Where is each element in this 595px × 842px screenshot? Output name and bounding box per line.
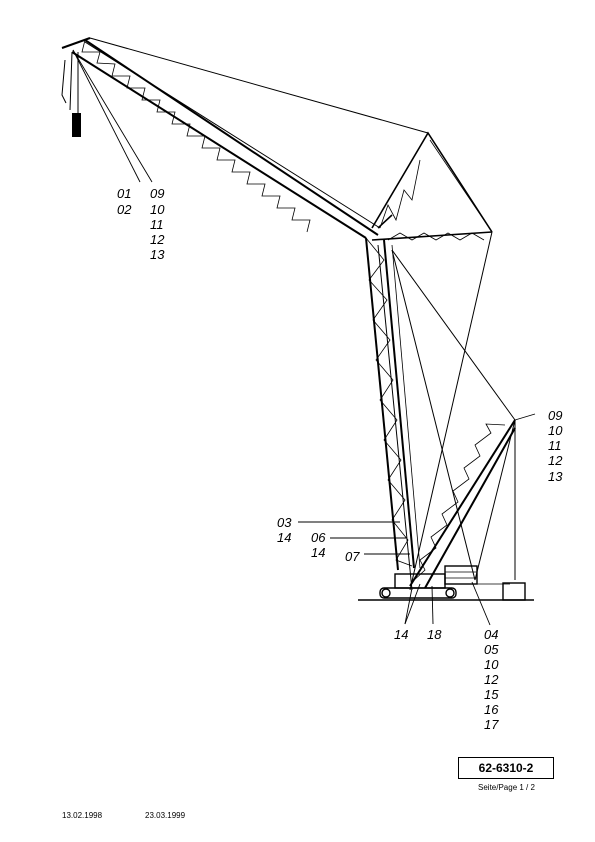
callout-hook-right-4: 13 bbox=[150, 247, 165, 262]
callout-hook-right-3: 12 bbox=[150, 232, 165, 247]
callout-tip-right-3: 12 bbox=[548, 453, 563, 468]
callout-base-c-5: 16 bbox=[484, 702, 499, 717]
date-created: 13.02.1998 bbox=[62, 811, 103, 820]
callout-tip-right-0: 09 bbox=[548, 408, 562, 423]
callout-base-c-1: 05 bbox=[484, 642, 499, 657]
hook-block bbox=[72, 113, 81, 137]
callout-hook-left-1: 02 bbox=[117, 202, 132, 217]
masthead bbox=[371, 131, 493, 241]
callout-base-c-0: 04 bbox=[484, 627, 498, 642]
callout-hook-right-2: 11 bbox=[150, 217, 164, 232]
leader-lines bbox=[72, 49, 536, 626]
callout-base-c-4: 15 bbox=[484, 687, 499, 702]
callout-base-c-6: 17 bbox=[484, 717, 499, 732]
callout-base-c-2: 10 bbox=[484, 657, 499, 672]
page-indicator: Seite/Page 1 / 2 bbox=[478, 783, 535, 792]
reference-number: 62-6310-2 bbox=[458, 757, 554, 779]
callout-hook-left-0: 01 bbox=[117, 186, 131, 201]
callout-mast-a-0: 03 bbox=[277, 515, 292, 530]
callout-base-a: 14 bbox=[394, 627, 408, 642]
callout-tip-right-2: 11 bbox=[548, 438, 562, 453]
mast bbox=[365, 237, 421, 571]
callout-base-b: 18 bbox=[427, 627, 442, 642]
callout-mast-a-1: 14 bbox=[277, 530, 291, 545]
superlift-counterweight bbox=[502, 582, 526, 601]
callout-mast-b-0: 06 bbox=[311, 530, 326, 545]
derrick-boom bbox=[409, 419, 516, 589]
callout-mast-b-1: 14 bbox=[311, 545, 325, 560]
callout-mast-c: 07 bbox=[345, 549, 360, 564]
callout-tip-right-4: 13 bbox=[548, 469, 563, 484]
callout-base-c-3: 12 bbox=[484, 672, 499, 687]
callout-hook-right-0: 09 bbox=[150, 186, 164, 201]
callout-hook-right-1: 10 bbox=[150, 202, 165, 217]
date-revised: 23.03.1999 bbox=[145, 811, 186, 820]
crawler-base bbox=[379, 565, 510, 599]
boom-tip bbox=[61, 37, 91, 118]
callout-tip-right-1: 10 bbox=[548, 423, 563, 438]
